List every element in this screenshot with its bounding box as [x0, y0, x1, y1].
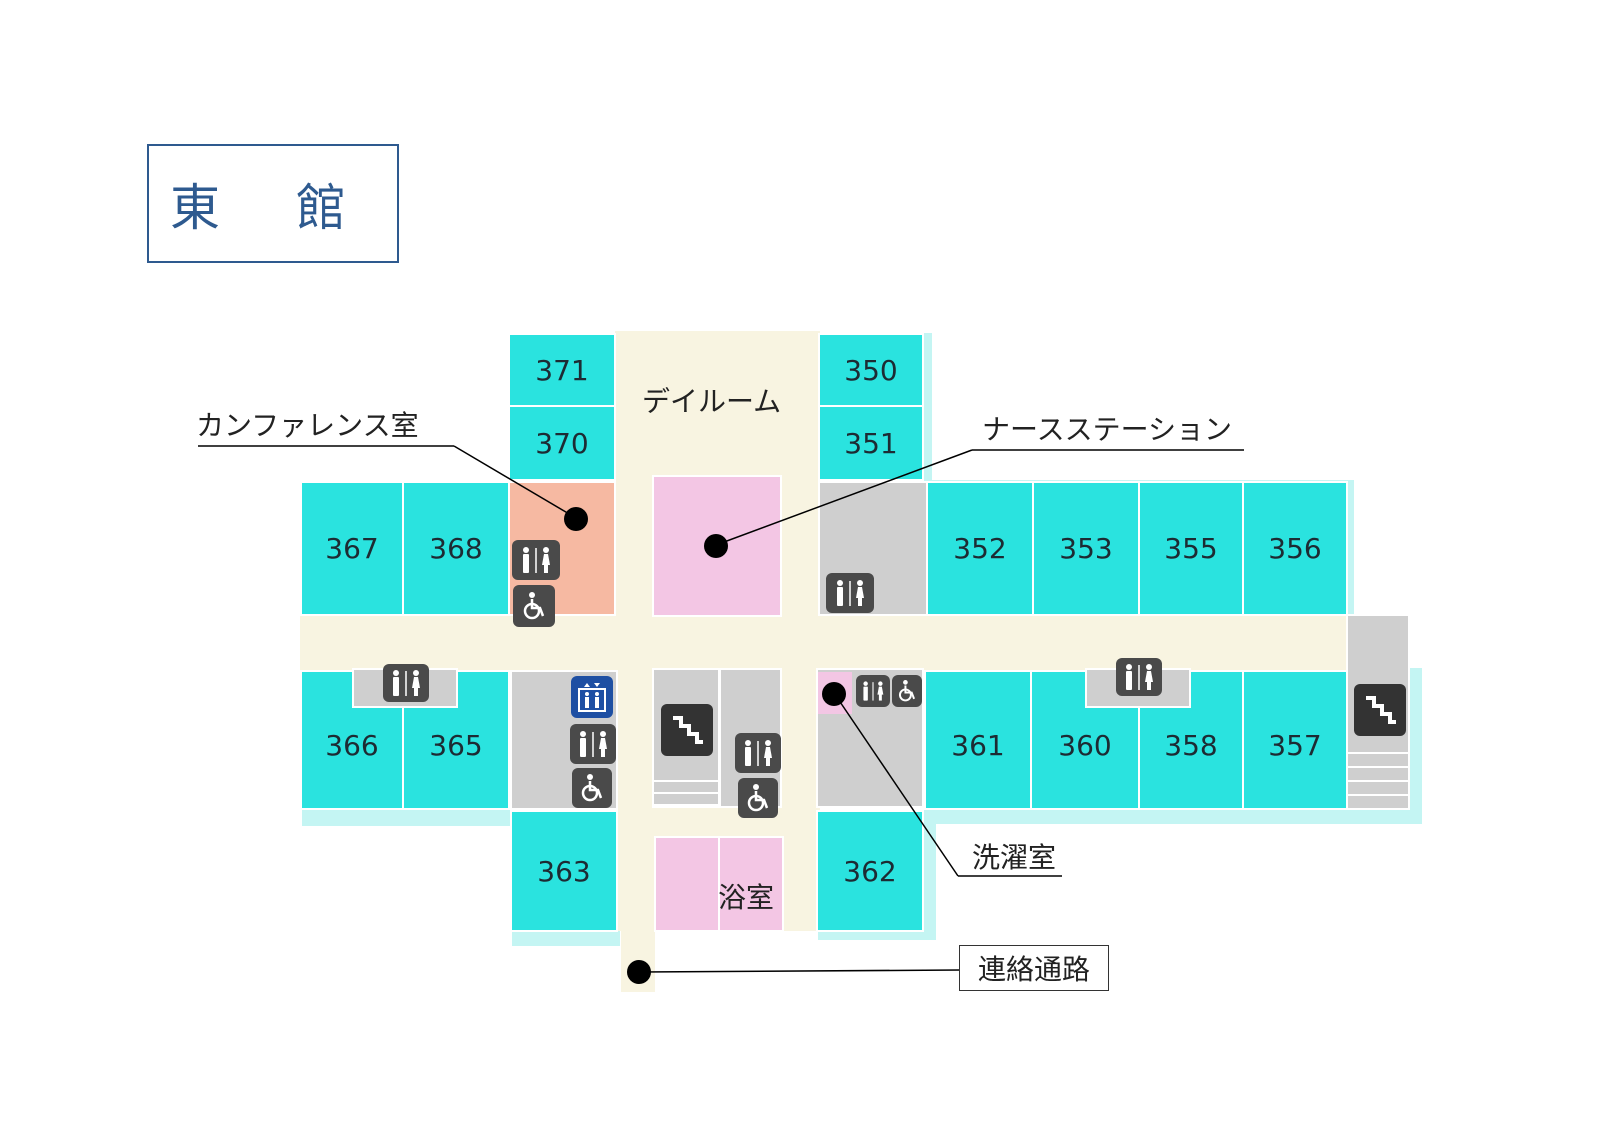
room-number: 353: [1059, 532, 1113, 565]
dayroom-label: デイルーム: [642, 385, 782, 418]
stairs-icon: [661, 704, 713, 756]
room-353[interactable]: 353: [1032, 481, 1140, 616]
room-number: 363: [537, 854, 591, 888]
restroom-icon: [735, 733, 781, 773]
bath-room-b[interactable]: [718, 836, 784, 932]
conference-label: カンファレンス室: [196, 409, 419, 442]
room-number: 371: [535, 353, 589, 387]
room-number: 357: [1268, 728, 1322, 762]
nurse-station-label: ナースステーション: [982, 413, 1233, 446]
room-number: 361: [951, 728, 1005, 762]
stairs-icon: [1354, 684, 1406, 736]
room-number: 370: [535, 426, 589, 460]
room-367[interactable]: 367: [300, 481, 404, 616]
room-number: 362: [843, 854, 897, 888]
room-number: 356: [1268, 532, 1322, 565]
room-351[interactable]: 351: [818, 405, 924, 481]
building-title: 東 館: [147, 144, 399, 263]
room-361[interactable]: 361: [924, 670, 1032, 810]
wheelchair-icon: [738, 778, 778, 818]
restroom-icon: [826, 573, 874, 613]
room-number: 366: [325, 728, 379, 762]
restroom-icon: [1116, 658, 1162, 696]
room-370[interactable]: 370: [508, 405, 616, 481]
room-number: 351: [844, 426, 898, 460]
room-357[interactable]: 357: [1242, 670, 1348, 810]
room-number: 350: [844, 353, 898, 387]
building-title-text: 東 館: [170, 178, 376, 237]
room-350[interactable]: 350: [818, 333, 924, 407]
room-371[interactable]: 371: [508, 333, 616, 407]
room-number: 360: [1058, 728, 1112, 762]
connector-marker[interactable]: [627, 960, 651, 984]
room-number: 358: [1164, 728, 1218, 762]
stair-steps: [654, 770, 718, 806]
restroom-icon: [570, 724, 616, 764]
wheelchair-icon: [572, 768, 612, 808]
conference-marker[interactable]: [564, 507, 588, 531]
bath-room-a[interactable]: [654, 836, 720, 932]
restroom-icon: [512, 540, 560, 580]
nurse-station-marker[interactable]: [704, 534, 728, 558]
room-number: 367: [325, 532, 379, 565]
bath-label: 浴室: [718, 881, 775, 914]
room-number: 365: [429, 728, 483, 762]
stair-divider: [718, 668, 721, 808]
elevator-icon: [571, 676, 613, 718]
restroom-icon: [856, 675, 890, 707]
stair-steps-east: [1348, 740, 1408, 808]
wheelchair-icon: [892, 675, 922, 707]
room-number: 352: [953, 532, 1007, 565]
laundry-marker[interactable]: [822, 682, 846, 706]
wheelchair-icon: [513, 585, 555, 627]
connector-label: 連絡通路: [959, 945, 1109, 991]
room-356[interactable]: 356: [1242, 481, 1348, 616]
room-363[interactable]: 363: [510, 810, 618, 932]
room-number: 355: [1164, 532, 1218, 565]
corridor-horizontal: [300, 614, 1350, 672]
room-number: 368: [429, 532, 483, 565]
room-362[interactable]: 362: [816, 810, 924, 932]
restroom-icon: [383, 664, 429, 702]
laundry-label: 洗濯室: [972, 841, 1057, 874]
